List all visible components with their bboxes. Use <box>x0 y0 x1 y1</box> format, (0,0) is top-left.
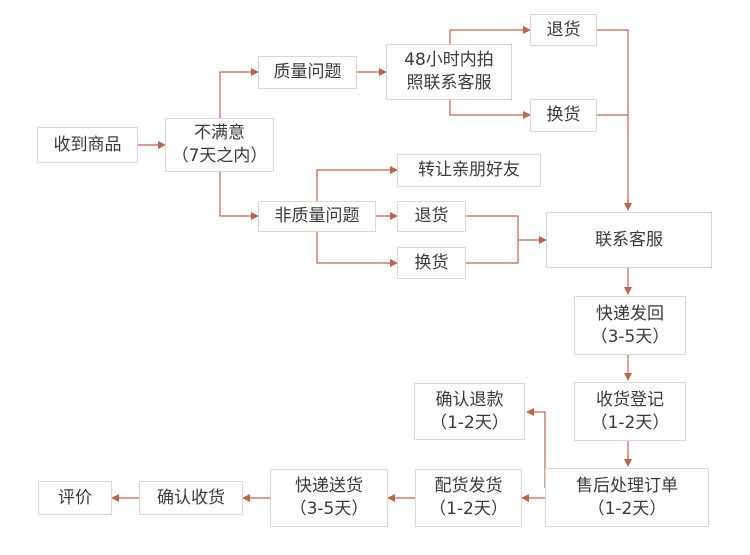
node-deliver: 快递送货 （3-5天） <box>270 469 388 527</box>
node-ship-goods: 配货发货 （1-2天） <box>415 469 522 527</box>
node-confirm-refund: 确认退款 （1-2天） <box>414 383 525 440</box>
node-receive-goods: 收到商品 <box>37 127 138 163</box>
node-return-nonquality: 退货 <box>397 201 466 232</box>
node-confirm-receipt: 确认收货 <box>139 481 243 515</box>
node-contact-service: 联系客服 <box>546 212 712 268</box>
node-quality-issue: 质量问题 <box>258 56 357 89</box>
node-contact-48h: 48小时内拍 照联系客服 <box>386 44 512 100</box>
node-review: 评价 <box>38 481 112 515</box>
node-exchange-nonquality: 换货 <box>397 247 466 279</box>
node-receipt-register: 收货登记 （1-2天） <box>574 382 686 441</box>
node-unsatisfied: 不满意 （7天之内） <box>165 118 274 172</box>
node-return-quality: 退货 <box>530 14 597 46</box>
node-transfer-friends: 转让亲朋好友 <box>397 154 541 187</box>
node-non-quality-issue: 非质量问题 <box>258 201 376 232</box>
node-exchange-quality: 换货 <box>530 99 597 132</box>
node-handle-order: 售后处理订单 （1-2天） <box>545 468 709 527</box>
node-express-back: 快递发回 （3-5天） <box>574 296 686 355</box>
